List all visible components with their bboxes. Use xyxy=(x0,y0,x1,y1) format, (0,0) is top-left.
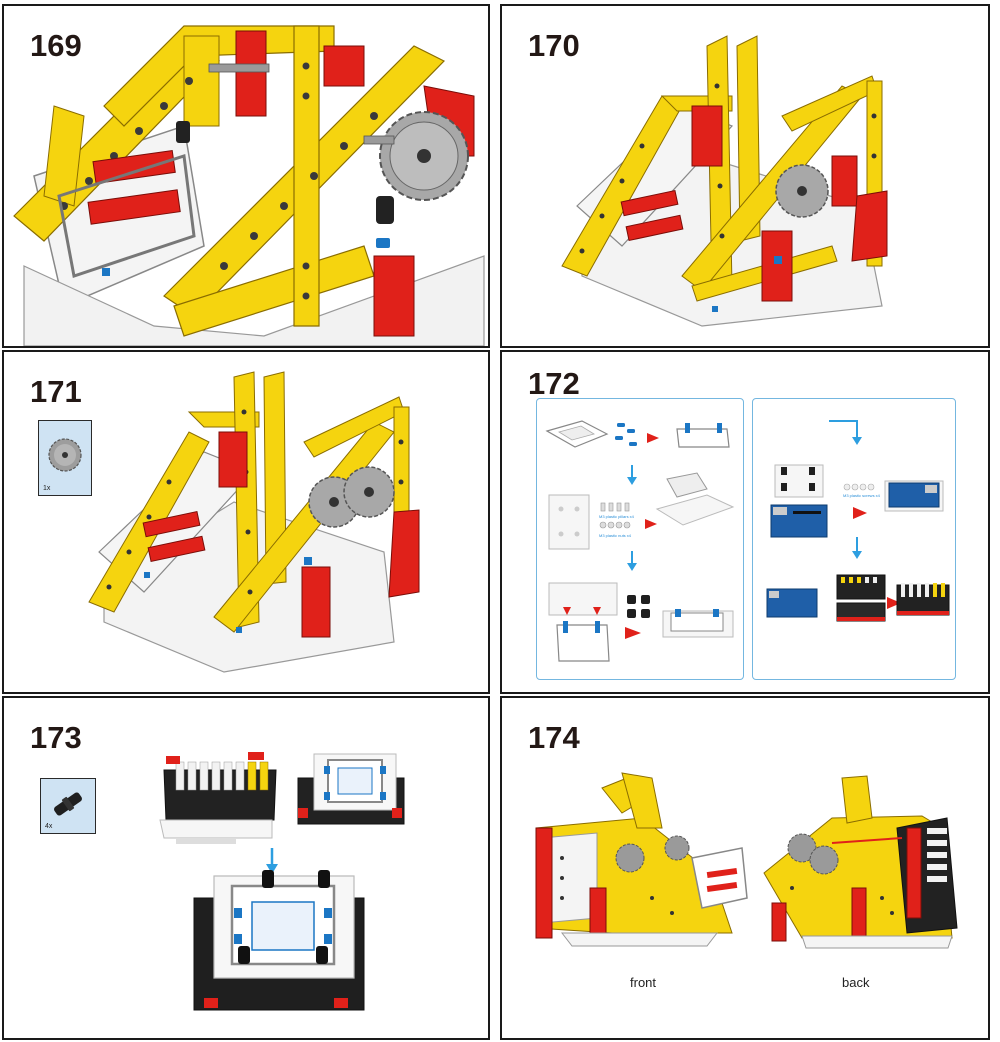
step-panel-173: 173 4x xyxy=(2,696,490,1040)
step-number: 170 xyxy=(528,28,580,63)
step-174-illustration xyxy=(535,772,958,949)
gear-icon xyxy=(48,438,82,472)
step-169-illustration xyxy=(13,25,485,346)
pin-connector-icon xyxy=(54,792,82,816)
step-number: 173 xyxy=(30,720,82,755)
sub-assembly-left-diagram: M3 plastic pillars x4 M3 plastic nuts x4 xyxy=(545,420,735,662)
caption-back: back xyxy=(842,975,870,990)
step-number: 169 xyxy=(30,28,82,63)
step-panel-169: 169 xyxy=(2,4,490,348)
step-number: 171 xyxy=(30,374,82,409)
label-plastic-nuts: M3 plastic nuts x4 xyxy=(599,533,632,538)
label-plastic-pillars: M3 plastic pillars x4 xyxy=(599,514,635,519)
sub-assembly-right-diagram: M3 plastic screws x4 xyxy=(766,420,950,622)
step-panel-171: 171 1x xyxy=(2,350,490,694)
step-number: 172 xyxy=(528,366,580,401)
label-plastic-screws: M3 plastic screws x4 xyxy=(843,493,881,498)
step-panel-172: 172 xyxy=(500,350,990,694)
step-number: 174 xyxy=(528,720,580,755)
step-170-illustration xyxy=(561,35,888,327)
model-front xyxy=(535,772,748,947)
parts-callout: 4x xyxy=(40,778,96,834)
parts-callout: 1x xyxy=(38,420,92,496)
sub-assembly-right: M3 plastic screws x4 xyxy=(752,398,956,680)
step-173-illustration xyxy=(159,752,405,1011)
caption-front: front xyxy=(630,975,657,990)
step-panel-174: 174 xyxy=(500,696,990,1040)
step-panel-170: 170 xyxy=(500,4,990,348)
step-171-illustration xyxy=(88,371,420,673)
model-back xyxy=(763,775,958,949)
part-quantity: 1x xyxy=(43,485,51,492)
sub-assembly-left: M3 plastic pillars x4 M3 plastic nuts x4 xyxy=(536,398,744,680)
part-quantity: 4x xyxy=(45,823,53,830)
